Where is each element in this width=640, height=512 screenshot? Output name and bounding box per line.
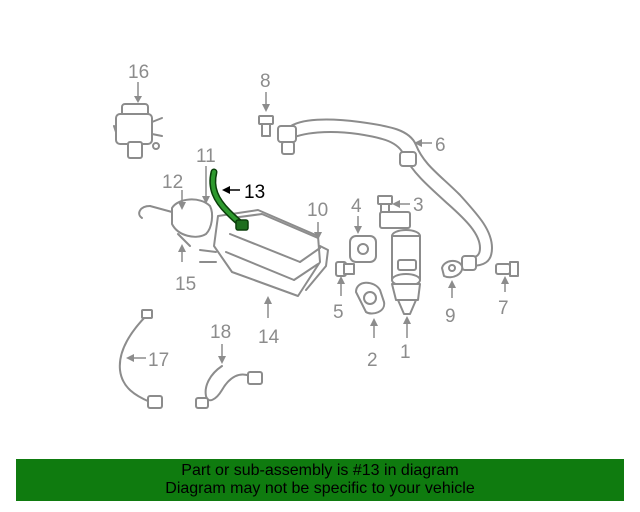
- callout-12: 12: [162, 172, 183, 193]
- banner-line-2: Diagram may not be specific to your vehi…: [165, 480, 475, 497]
- callout-3: 3: [413, 195, 424, 216]
- callout-2: 2: [367, 350, 378, 371]
- callout-10: 10: [307, 200, 328, 221]
- part-2-flange-gasket: [355, 281, 386, 315]
- part-1-pump: [379, 211, 421, 315]
- part-5-bolt: [335, 261, 355, 277]
- part-7-bolt: [495, 261, 519, 277]
- callout-8: 8: [260, 71, 271, 92]
- part-9-gasket: [441, 260, 464, 279]
- callout-18: 18: [210, 322, 231, 343]
- callout-13: 13: [244, 182, 265, 203]
- callout-1: 1: [400, 342, 411, 363]
- part-16-purge-solenoid: [113, 103, 163, 159]
- callout-9: 9: [445, 306, 456, 327]
- part-12-vent-valve: [138, 198, 214, 247]
- callout-11: 11: [196, 146, 216, 167]
- callout-7: 7: [498, 298, 509, 319]
- info-banner: Part or sub-assembly is #13 in diagram D…: [16, 459, 624, 501]
- banner-line-1: Part or sub-assembly is #13 in diagram: [181, 462, 459, 479]
- part-18-harness: [195, 365, 263, 409]
- callout-5: 5: [333, 302, 344, 323]
- callout-15: 15: [175, 274, 196, 295]
- callout-6: 6: [435, 135, 446, 156]
- part-6-vapor-tube: [277, 118, 493, 271]
- part-8-bolt: [258, 115, 274, 137]
- part-14-evap-canister: [199, 209, 329, 297]
- callout-16: 16: [128, 62, 149, 83]
- part-17-harness: [118, 309, 163, 409]
- part-4-gasket: [349, 235, 377, 263]
- callout-14: 14: [258, 327, 280, 348]
- callout-17: 17: [148, 350, 169, 371]
- callout-4: 4: [351, 196, 362, 217]
- part-13-hose-highlighted: [209, 168, 249, 231]
